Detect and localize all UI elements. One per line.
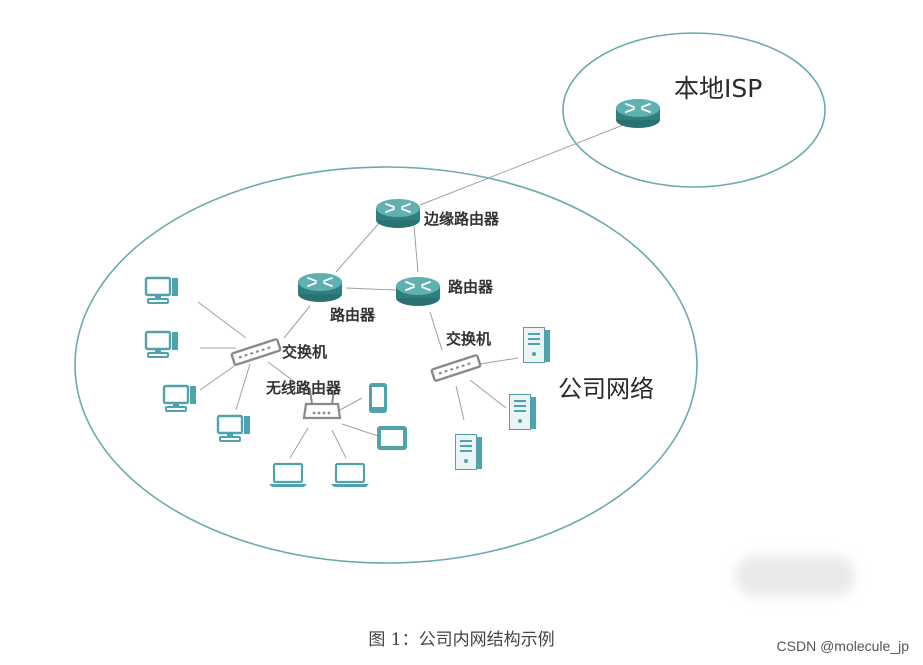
isp-region-ellipse <box>562 32 826 188</box>
company-region-label: 公司网络 <box>558 375 654 403</box>
desktop-computer-icon <box>216 414 252 443</box>
tablet-icon <box>377 426 407 450</box>
right-switch-icon <box>430 354 482 382</box>
smartphone-icon <box>369 383 387 413</box>
server-icon <box>523 327 551 363</box>
server-icon <box>455 434 483 470</box>
right-router-icon <box>395 276 441 307</box>
left-router-label: 路由器 <box>330 306 376 324</box>
left-switch-icon <box>230 338 282 366</box>
figure-caption: 图 1：公司内网结构示例 <box>368 630 555 650</box>
edge-router-icon <box>375 198 421 229</box>
watermark: CSDN @molecule_jp <box>776 638 909 654</box>
laptop-icon <box>267 462 309 489</box>
wireless-router-label: 无线路由器 <box>265 379 342 397</box>
network-links <box>197 119 637 459</box>
desktop-computer-icon <box>144 330 180 359</box>
isp-region-label: 本地ISP <box>674 74 762 103</box>
desktop-computer-icon <box>144 276 180 305</box>
edge-router-label: 边缘路由器 <box>423 210 500 228</box>
server-icon <box>509 394 537 430</box>
desktop-computer-icon <box>162 384 198 413</box>
left-router-icon <box>297 272 343 303</box>
left-switch-label: 交换机 <box>282 343 327 361</box>
isp-router-icon <box>615 98 661 129</box>
right-router-label: 路由器 <box>448 278 494 296</box>
laptop-icon <box>329 462 371 489</box>
company-region-ellipse <box>74 166 698 564</box>
wireless-router-icon <box>302 389 342 420</box>
right-switch-label: 交换机 <box>446 330 491 348</box>
blurred-region <box>735 556 855 596</box>
